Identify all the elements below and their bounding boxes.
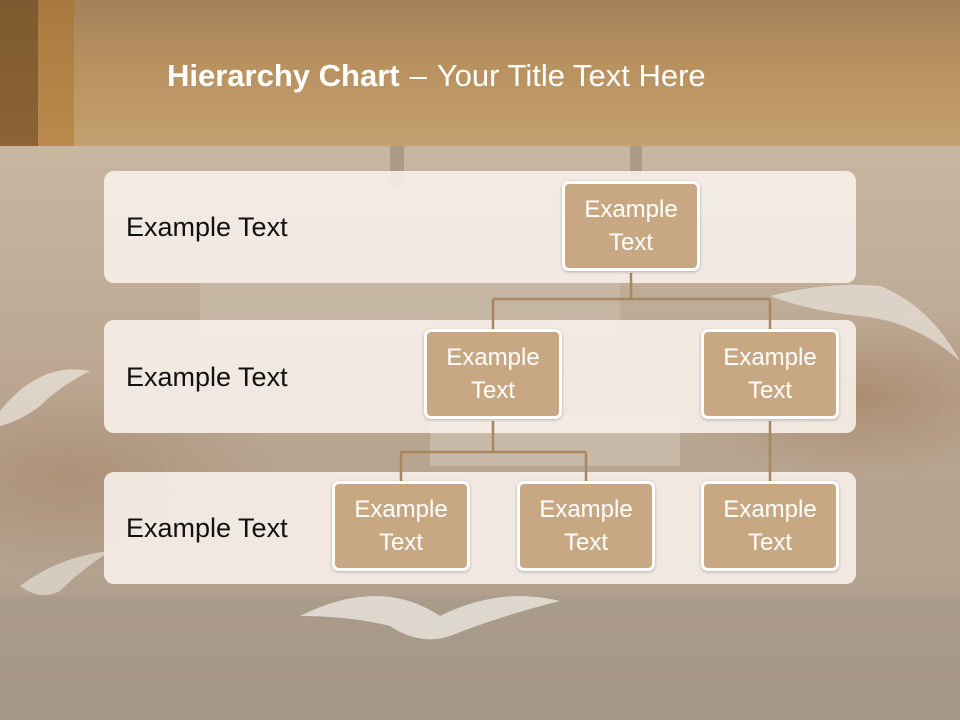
level-label-2: Example Text (126, 362, 288, 392)
header-accent-dark (0, 0, 38, 146)
node-level3-middle: Example Text (517, 481, 655, 571)
node-level3-left: Example Text (332, 481, 470, 571)
title-rest: Your Title Text Here (436, 58, 706, 93)
background-scenery (0, 146, 960, 720)
level-label-3: Example Text (126, 513, 288, 543)
node-level3-right: Example Text (701, 481, 839, 571)
node-level2-right: Example Text (701, 329, 839, 419)
slide-title: Hierarchy Chart–Your Title Text Here (167, 54, 706, 98)
node-root: Example Text (562, 181, 700, 271)
node-level2-left: Example Text (424, 329, 562, 419)
header-band: Hierarchy Chart–Your Title Text Here (0, 0, 960, 146)
header-accent-light (38, 0, 74, 146)
title-dash: – (409, 58, 427, 93)
level-label-1: Example Text (126, 212, 288, 242)
title-bold: Hierarchy Chart (167, 58, 400, 93)
level-band-1 (104, 171, 856, 283)
